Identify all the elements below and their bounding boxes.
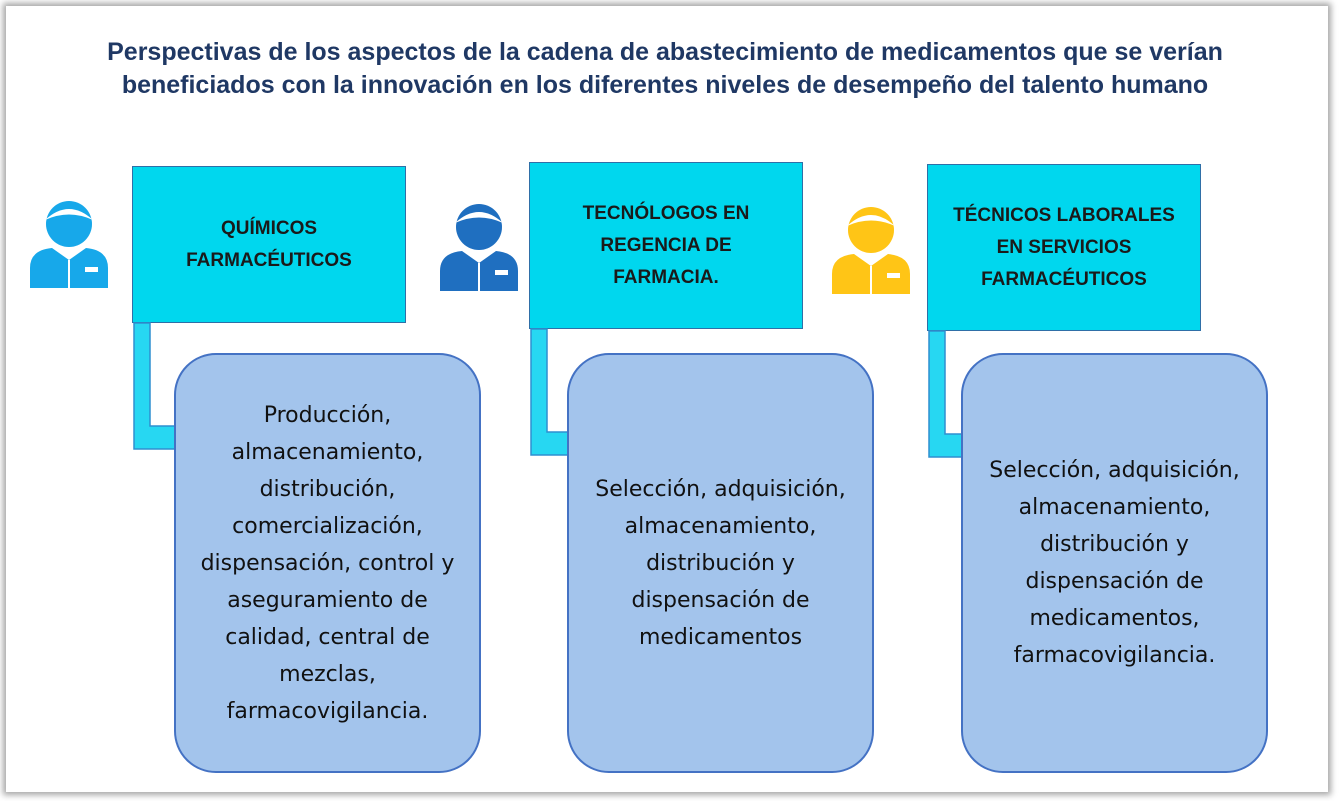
role-label: TECNÓLOGOS EN REGENCIA DE FARMACIA. [582, 202, 750, 288]
role-box-quimicos: QUÍMICOS FARMACÉUTICOS [132, 166, 406, 323]
duties-text: Selección, adquisición, almacenamiento, … [989, 458, 1240, 668]
duties-box-tecnologos: Selección, adquisición, almacenamiento, … [567, 353, 874, 773]
person-icon [440, 197, 518, 291]
person-icon [30, 194, 108, 288]
duties-box-tecnicos: Selección, adquisición, almacenamiento, … [961, 353, 1268, 773]
role-label: QUÍMICOS FARMACÉUTICOS [186, 217, 352, 271]
duties-text: Selección, adquisición, almacenamiento, … [595, 476, 846, 650]
person-icon [832, 200, 910, 294]
role-box-tecnologos: TECNÓLOGOS EN REGENCIA DE FARMACIA. [529, 162, 803, 329]
duties-box-quimicos: Producción, almacenamiento, distribución… [174, 353, 481, 773]
role-box-tecnicos: TÉCNICOS LABORALES EN SERVICIOS FARMACÉU… [927, 164, 1201, 331]
duties-text: Producción, almacenamiento, distribución… [200, 402, 455, 724]
role-label: TÉCNICOS LABORALES EN SERVICIOS FARMACÉU… [953, 204, 1175, 290]
diagram-title: Perspectivas de los aspectos de la caden… [107, 38, 1223, 99]
